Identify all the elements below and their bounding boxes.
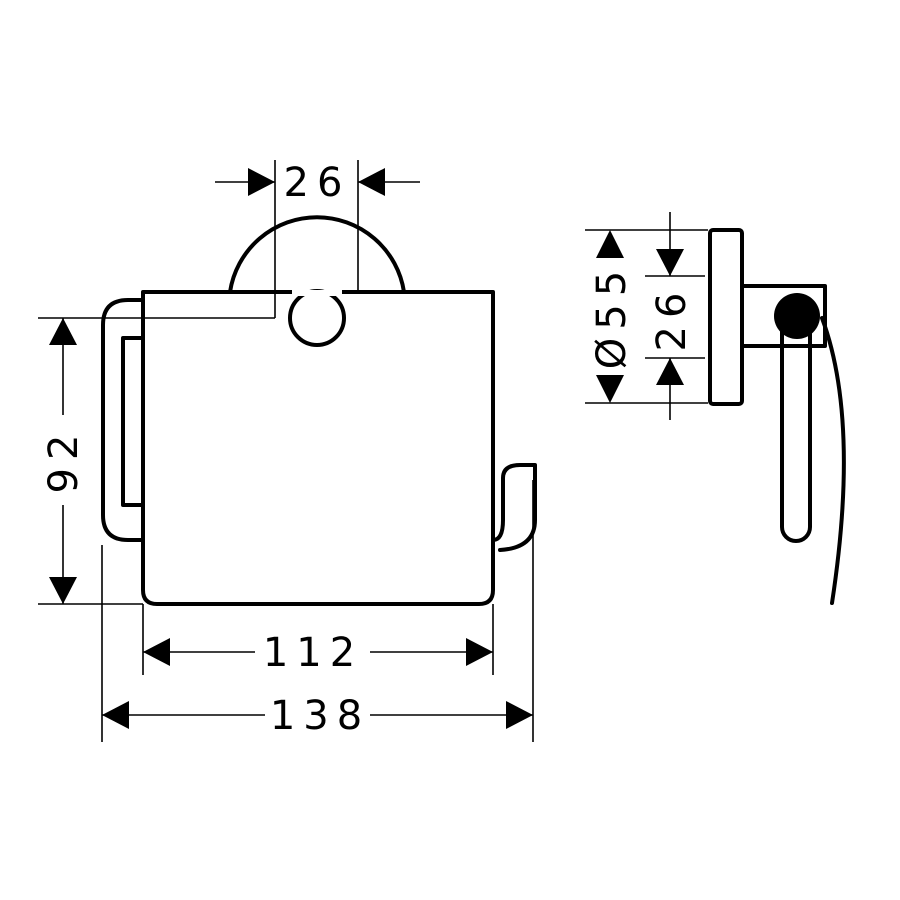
axle-circle [288,289,346,347]
dim-label-92: 92 [41,427,87,494]
axle-arm [780,305,812,543]
rosette-outline [228,215,406,294]
dimension-height: 92 [38,317,275,605]
front-view [101,215,537,606]
dimension-side-axle: 26 [645,212,705,420]
wall-plate [708,228,744,406]
left-hook [101,298,145,542]
dimension-overall-width: 138 [101,480,534,742]
dim-label-112: 112 [263,630,363,676]
side-view [708,228,846,605]
dimension-cover-width: 112 [142,604,494,676]
dim-label-26: 26 [284,160,351,206]
dim-label-diameter-55: Ø55 [589,263,635,369]
cover-plate [141,290,495,606]
dim-label-138: 138 [270,693,370,739]
paper-guard-curve [820,316,846,605]
dimension-rosette-diameter: Ø55 [585,229,708,404]
dimension-axle-width: 26 [215,160,420,318]
right-hook [491,463,537,552]
dim-label-side-26: 26 [649,285,695,352]
